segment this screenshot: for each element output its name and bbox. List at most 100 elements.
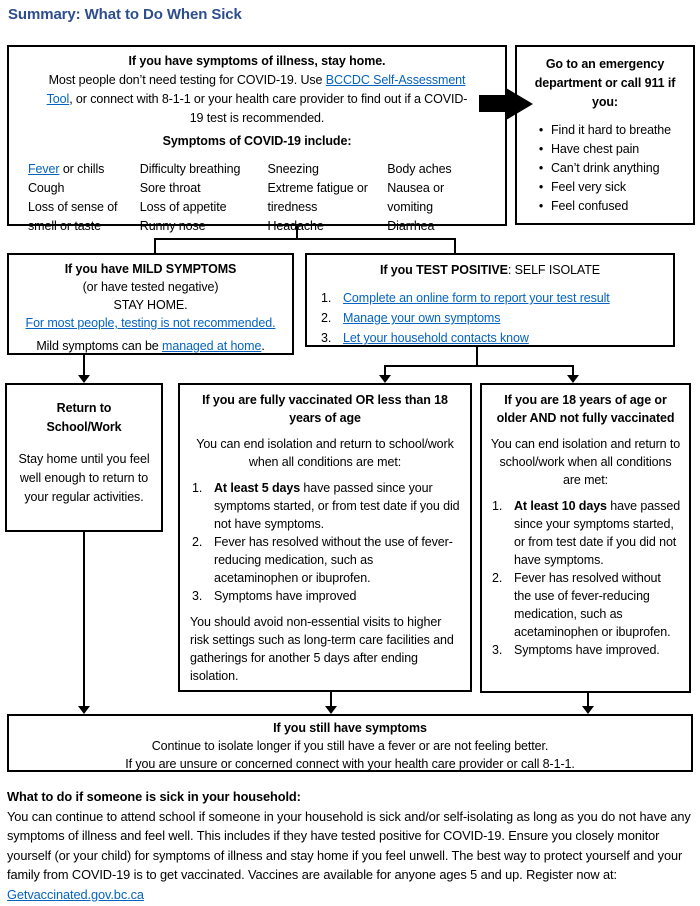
getvaccinated-link[interactable]: Getvaccinated.gov.bc.ca [7,886,144,902]
household-contacts-link[interactable]: Let your household contacts know [343,331,529,345]
symptom-item: smell or taste [28,219,101,233]
symptoms-list-heading: Symptoms of COVID-19 include: [162,134,352,148]
symptom-item: Body aches [387,162,452,176]
down-arrow-icon [78,706,90,714]
down-arrow-icon [379,375,391,383]
symptom-item: Sneezing [267,162,319,176]
condition-text: At least 5 days have passed since your s… [214,479,460,533]
fully-vaccinated-conditions-intro: You can end isolation and return to scho… [196,437,454,469]
page-title: Summary: What to Do When Sick [8,6,242,23]
still-symptoms-line2: If you are unsure or concerned connect w… [125,757,575,771]
fully-vaccinated-heading: If you are fully vaccinated OR less than… [202,393,448,425]
step-item: 3. Let your household contacts know [317,328,663,348]
condition-number: 1. [192,481,203,495]
return-heading-line2: School/Work [46,420,122,434]
condition-item: 2. Fever has resolved without the use of … [190,533,460,587]
test-positive-heading-bold: If you TEST POSITIVE [379,263,508,277]
manage-symptoms-link[interactable]: Manage your own symptoms [343,311,501,325]
down-arrow-icon [567,375,579,383]
symptom-item: Sore throat [139,181,201,195]
condition-rest-text: have passed since your symptoms started,… [514,499,681,567]
still-symptoms-line1: Continue to isolate longer if you still … [151,739,549,753]
symptom-item: Difficulty breathing [139,162,241,176]
return-heading-line1: Return to [56,401,112,415]
emergency-arrowhead-icon [506,87,533,120]
testing-not-recommended-link[interactable]: For most people, testing is not recommen… [25,316,276,330]
symptom-item: Nausea or [387,181,445,195]
testing-not-recommended-line: For most people, testing is not recommen… [15,314,286,332]
managed-at-home-link[interactable]: managed at home [162,339,262,353]
condition-item: 3. Symptoms have improved [190,587,460,605]
symptoms-column-4: Body aches Nausea or vomiting Diarrhea [387,160,497,236]
test-positive-steps: 1. Complete an online form to report your… [317,288,663,348]
test-positive-heading: If you TEST POSITIVE: SELF ISOLATE [317,261,663,279]
emergency-box: Go to an emergency department or call 91… [515,45,695,225]
stay-home-heading: If you have symptoms of illness, stay ho… [128,54,386,68]
mild-symptoms-box: If you have MILD SYMPTOMS (or have teste… [7,253,294,355]
intro-text-after: , or connect with 8-1-1 or your health c… [69,92,468,125]
symptom-item: Runny nose [139,219,206,233]
condition-number: 1. [492,499,503,513]
flow-connector [83,355,85,376]
fever-link[interactable]: Fever [28,162,60,176]
getvaccinated-line: Getvaccinated.gov.bc.ca [7,885,695,905]
flow-connector [154,238,456,240]
symptom-item: Extreme fatigue or [267,181,368,195]
emergency-bullet-list: Find it hard to breathe Have chest pain … [523,121,687,216]
tested-negative-text: (or have tested negative) [82,280,219,294]
symptoms-column-3: Sneezing Extreme fatigue or tiredness He… [268,160,388,236]
flow-connector [384,365,386,376]
step-item: 1. Complete an online form to report your… [317,288,663,308]
not-fully-vaccinated-box: If you are 18 years of age or older AND … [480,383,691,693]
condition-number: 2. [492,571,503,585]
test-positive-box: If you TEST POSITIVE: SELF ISOLATE 1. Com… [305,253,675,347]
symptom-item-fever: Fever or chills [28,160,140,179]
emergency-item: Can’t drink anything [531,159,687,178]
symptom-text: or chills [59,162,105,176]
symptom-item: Diarrhea [387,219,435,233]
fully-vaccinated-box: If you are fully vaccinated OR less than… [178,383,472,692]
step-number: 3. [321,331,332,345]
symptom-item: tiredness [267,200,318,214]
down-arrow-icon [325,706,337,714]
testing-intro-text: Most people don’t need testing for COVID… [17,71,497,128]
condition-text: At least 10 days have passed since your … [514,497,681,569]
condition-rest-text: have passed since your symptoms started,… [214,481,460,531]
symptoms-column-1: Fever or chills Cough Loss of sense of s… [28,160,140,236]
symptom-item: Cough [28,181,65,195]
symptom-item: Loss of appetite [139,200,227,214]
still-symptoms-heading: If you still have symptoms [273,721,427,735]
down-arrow-icon [582,706,594,714]
symptom-item: vomiting [387,200,433,214]
condition-text: Fever has resolved without the use of fe… [214,535,453,585]
flow-connector [330,692,332,707]
symptom-item: Headache [268,217,388,236]
emergency-heading: Go to an emergency department or call 91… [534,57,676,109]
condition-bold-text: At least 10 days [514,499,607,513]
return-to-school-box: Return to School/Work Stay home until yo… [5,383,163,532]
household-section: What to do if someone is sick in your ho… [7,787,695,904]
bccdc-self-assessment-link[interactable]: BCCDC Self-Assessment Tool [46,73,466,106]
emergency-item: Feel very sick [531,178,687,197]
step-item: 2.Manage your own symptoms [317,308,663,328]
condition-text: Fever has resolved without the use of fe… [514,571,671,639]
flow-connector [154,238,156,253]
condition-number: 3. [192,589,203,603]
condition-number: 2. [192,535,203,549]
managed-text-after: . [261,339,265,353]
flow-connector [83,532,85,707]
condition-text: Symptoms have improved [214,589,357,603]
flow-connector [587,693,589,707]
mild-symptoms-heading: If you have MILD SYMPTOMS [64,262,237,276]
condition-text: Symptoms have improved. [514,643,660,657]
return-body-text: Stay home until you feel well enough to … [18,452,150,504]
test-positive-heading-rest: : SELF ISOLATE [507,263,601,277]
symptoms-column-2: Difficulty breathing Sore throat Loss of… [140,160,268,236]
report-test-result-link[interactable]: Complete an online form to report your t… [343,291,610,305]
avoid-higher-risk-text: You should avoid non-essential visits to… [190,615,454,683]
not-fully-vaccinated-heading: If you are 18 years of age or older AND … [496,393,675,425]
condition-number: 3. [492,643,503,657]
emergency-arrow-icon [479,95,508,112]
flow-connector [454,238,456,253]
step-number: 1. [321,291,332,305]
